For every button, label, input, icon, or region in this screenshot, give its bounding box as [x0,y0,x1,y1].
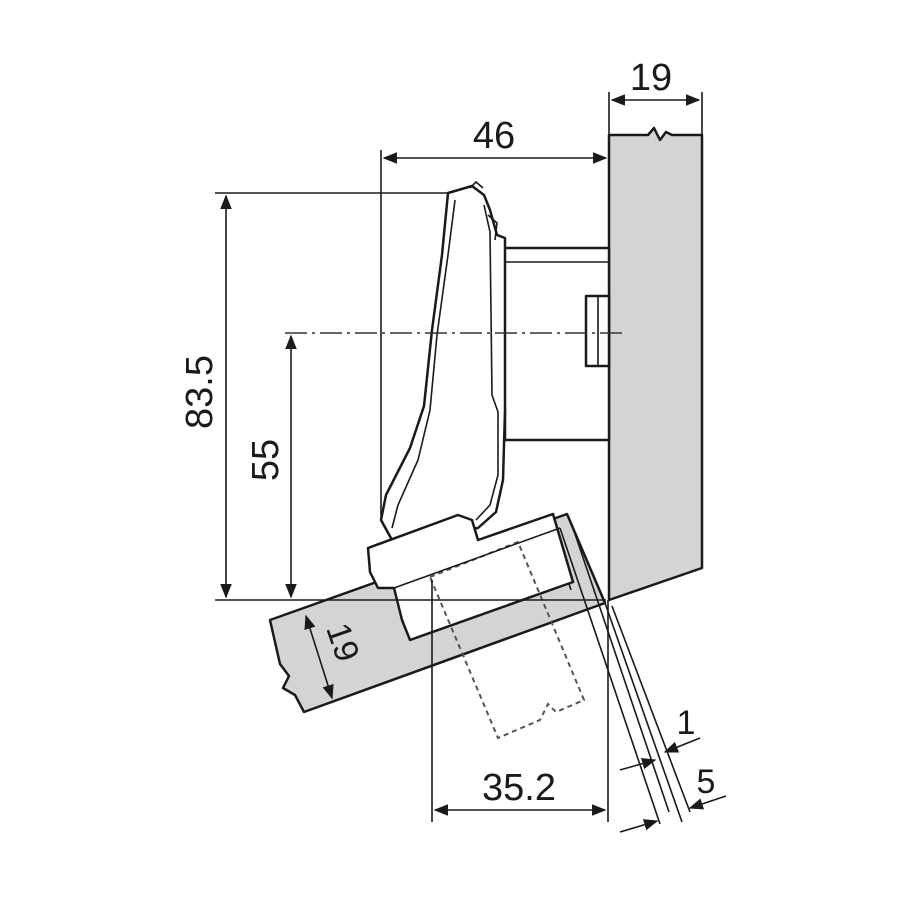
dim-cabinet-wall-thickness: 19 [608,57,703,135]
dim-hinge-depth: 46 [380,115,608,520]
cabinet-side-panel [607,126,704,602]
hinge-cup [366,512,586,740]
dim-label-hinge-depth: 46 [473,115,515,157]
dim-label-cup-centre-height: 55 [245,439,287,481]
dim-cup-distance: 35.2 [431,580,609,822]
dim-label-gap-small: 1 [677,704,696,742]
dim-cup-centre-height: 55 [245,334,297,599]
dim-gap-large: 5 [619,763,727,833]
mounting-plate [488,246,611,442]
hinge-arm [379,180,507,542]
dim-label-cup-distance: 35.2 [482,767,556,809]
dim-gap-small: 1 [619,704,701,771]
dim-label-gap-large: 5 [697,763,716,801]
dim-label-cabinet-wall: 19 [630,57,672,99]
dim-label-door-height-offset: 83.5 [179,355,221,429]
dim-door-height-offset: 83.5 [179,192,606,601]
